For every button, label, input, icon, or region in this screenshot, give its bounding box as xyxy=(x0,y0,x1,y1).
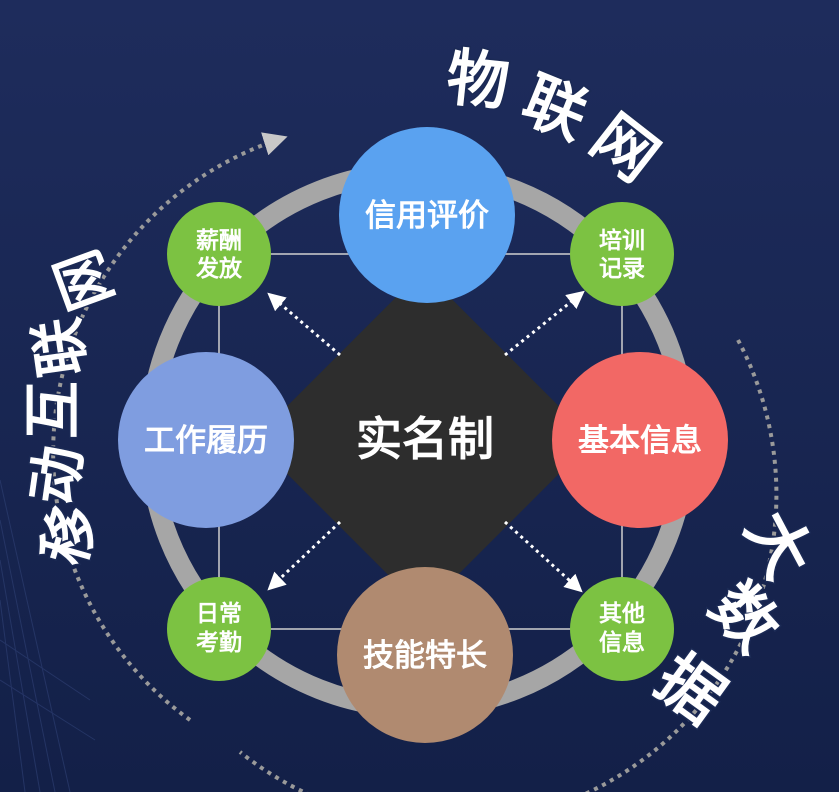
mobile-char: 互 xyxy=(19,381,87,439)
node-salary-line2: 发放 xyxy=(195,255,243,282)
node-salary-line1: 薪酬 xyxy=(196,228,242,254)
center-label: 实名制 xyxy=(356,412,494,466)
node-credit: 信用评价 xyxy=(339,127,515,303)
mobile-arc xyxy=(51,132,288,722)
node-skill-label: 技能特长 xyxy=(363,638,487,674)
node-basic-label: 基本信息 xyxy=(578,423,702,459)
node-training-line1: 培训 xyxy=(599,227,645,254)
node-other: 其他 信息 xyxy=(570,577,674,681)
background-building-texture xyxy=(0,479,96,792)
node-attendance: 日常 考勤 xyxy=(167,577,271,681)
node-attendance-line2: 考勤 xyxy=(196,630,242,656)
node-skill: 技能特长 xyxy=(337,567,513,743)
node-salary: 薪酬 发放 xyxy=(167,202,271,306)
node-work: 工作履历 xyxy=(118,352,294,528)
node-basic: 基本信息 xyxy=(552,352,728,528)
node-attendance-line1: 日常 xyxy=(196,601,242,627)
node-other-line1: 其他 xyxy=(599,601,645,627)
node-work-label: 工作履历 xyxy=(144,423,268,459)
mobile-char: 动 xyxy=(19,442,94,509)
mobile-char: 联 xyxy=(22,314,97,381)
node-training: 培训 记录 xyxy=(570,202,674,306)
node-credit-label: 信用评价 xyxy=(365,198,489,234)
node-training-line2: 记录 xyxy=(599,256,645,282)
node-other-line2: 信息 xyxy=(599,629,645,656)
iot-char: 物 xyxy=(443,40,512,119)
arrows xyxy=(267,290,585,593)
bigdata-arc xyxy=(238,339,779,792)
